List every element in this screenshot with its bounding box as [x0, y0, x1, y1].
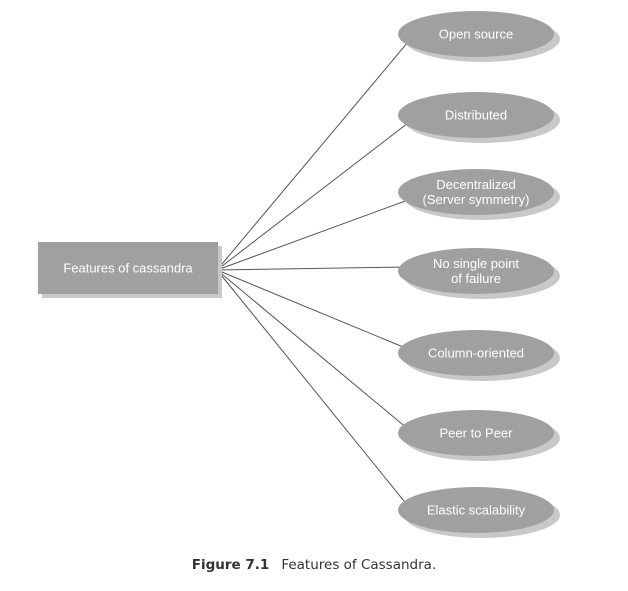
feature-node-label: No single point: [433, 256, 519, 271]
feature-node: Open source: [398, 11, 560, 62]
feature-node-label: of failure: [451, 271, 501, 286]
feature-node-label: Elastic scalability: [427, 503, 526, 518]
connector-line: [216, 41, 409, 271]
figure-caption-text: Features of Cassandra.: [281, 557, 437, 573]
feature-node-ellipse: [398, 487, 554, 533]
feature-node-ellipse: [398, 11, 554, 57]
feature-nodes: Open sourceDistributedDecentralized(Serv…: [398, 11, 560, 538]
connector-line: [216, 266, 409, 271]
feature-node: Peer to Peer: [398, 410, 560, 461]
connector-line: [216, 122, 409, 271]
feature-node: Distributed: [398, 92, 560, 143]
connector-line: [216, 269, 409, 507]
root-node-label: Features of cassandra: [63, 261, 193, 276]
root-node: Features of cassandra: [38, 242, 222, 298]
connector-line: [216, 269, 409, 430]
connector-line: [216, 269, 409, 350]
feature-node-ellipse: [398, 410, 554, 456]
feature-node-ellipse: [398, 330, 554, 376]
root-node-box: [38, 242, 218, 294]
feature-node-label: Distributed: [445, 108, 507, 123]
figure-number: Figure 7.1: [191, 557, 270, 573]
feature-node-label: (Server symmetry): [423, 192, 530, 207]
feature-node-ellipse: [398, 248, 554, 294]
connectors: [216, 41, 409, 507]
feature-node-label: Peer to Peer: [440, 426, 514, 441]
feature-node-ellipse: [398, 169, 554, 215]
connector-line: [216, 199, 409, 271]
feature-node: Decentralized(Server symmetry): [398, 169, 560, 220]
feature-node-label: Column-oriented: [428, 346, 524, 361]
figure-caption: Figure 7.1 Features of Cassandra.: [0, 557, 628, 573]
feature-node-label: Open source: [439, 27, 513, 42]
feature-node: Column-oriented: [398, 330, 560, 381]
feature-node: Elastic scalability: [398, 487, 560, 538]
feature-node-ellipse: [398, 92, 554, 138]
feature-node-label: Decentralized: [436, 177, 516, 192]
